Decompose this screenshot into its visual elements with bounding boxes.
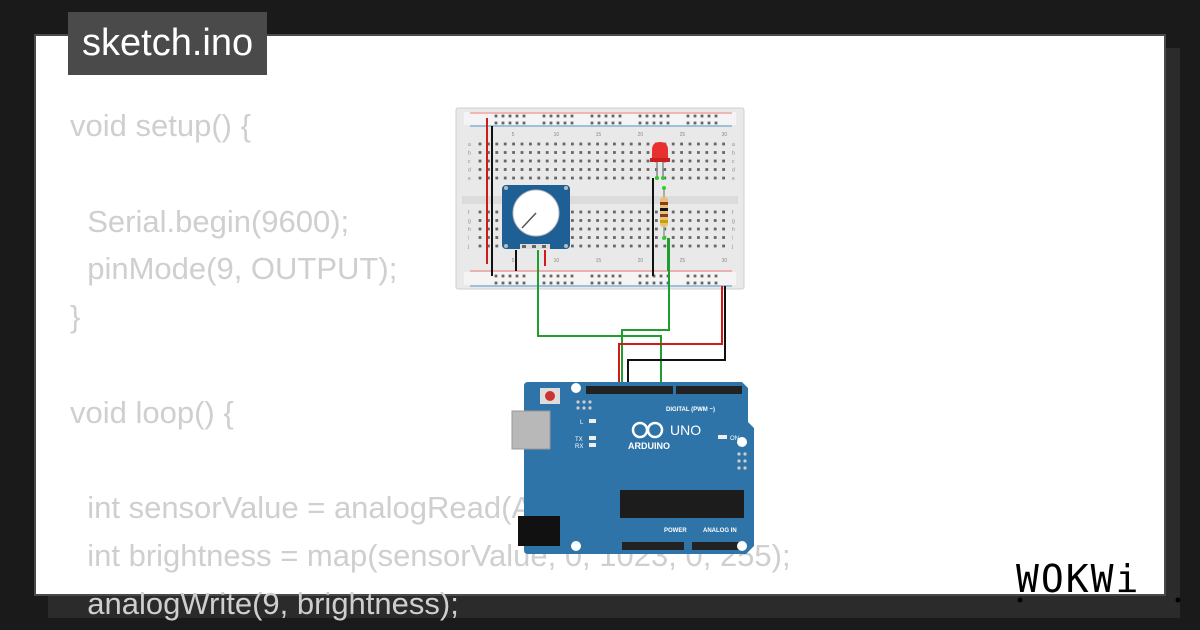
board-brand-label: ARDUINO: [628, 441, 670, 451]
breadboard-row-letter: j: [731, 244, 733, 250]
code-line: void setup() {: [70, 108, 251, 143]
breadboard-row-letter: d: [732, 168, 735, 174]
breadboard-row-letter: f: [468, 210, 470, 216]
breadboard-row-letter: g: [468, 219, 471, 225]
analog-in-label: ANALOG IN: [703, 528, 737, 534]
code-line: }: [70, 299, 81, 335]
tx-led-label: TX: [575, 437, 583, 443]
breadboard-row-letter: g: [732, 219, 735, 225]
breadboard-row-letter: d: [468, 168, 471, 174]
breadboard-row-letter: a: [468, 142, 471, 148]
breadboard-column-number: 5: [512, 132, 515, 138]
breadboard-row-letter: c: [732, 159, 735, 165]
breadboard-row-letter: a: [732, 142, 735, 148]
breadboard-row-letter: h: [732, 227, 735, 233]
resistor: [660, 186, 668, 240]
breadboard-row-letter: b: [732, 151, 735, 157]
breadboard-column-number: 30: [722, 258, 728, 264]
breadboard-column-number: 25: [680, 132, 686, 138]
breadboard-row-letter: e: [468, 176, 471, 182]
on-led-label: ON: [730, 436, 739, 442]
digital-pwm-label: DIGITAL (PWM ~): [666, 407, 715, 413]
breadboard-row-letter: i: [732, 236, 733, 242]
code-listing: void setup() { Serial.begin(9600); pinMo…: [70, 102, 791, 628]
sketch-filename-tag: sketch.ino: [68, 12, 268, 75]
breadboard-column-number: 30: [722, 132, 728, 138]
breadboard-row-letter: i: [468, 236, 469, 242]
breadboard-column-number: 15: [596, 258, 602, 264]
led: [650, 142, 670, 180]
breadboard-row-letter: c: [468, 159, 471, 165]
code-line: Serial.begin(9600);: [70, 203, 350, 239]
power-label: POWER: [664, 528, 687, 534]
preview-card: void setup() { Serial.begin(9600); pinMo…: [34, 34, 1181, 621]
code-line: analogWrite(9, brightness);: [70, 585, 459, 621]
breadboard-column-number: 5: [512, 258, 515, 264]
breadboard-column-number: 20: [638, 258, 644, 264]
potentiometer: [502, 185, 570, 249]
breadboard-row-letter: f: [732, 210, 734, 216]
breadboard-column-number: 10: [554, 132, 560, 138]
l-led-label: L: [580, 420, 584, 426]
breadboard-row-letter: e: [732, 176, 735, 182]
breadboard-row-letter: j: [467, 244, 469, 250]
breadboard-column-number: 10: [554, 258, 560, 264]
board-model-label: UNO: [670, 422, 701, 438]
arduino-uno: ARDUINO UNO DIGITAL (PWM ~) POWER ANALOG…: [511, 382, 754, 554]
rx-led-label: RX: [575, 444, 583, 450]
code-line: void loop() {: [70, 394, 234, 430]
breadboard-row-letter: h: [468, 227, 471, 233]
breadboard-column-number: 15: [596, 132, 602, 138]
svg-text:WOKWi: WOKWi: [1016, 557, 1140, 601]
breadboard-column-number: 25: [680, 258, 686, 264]
wokwi-logo: WOKWi: [1016, 557, 1181, 603]
code-line: pinMode(9, OUTPUT);: [70, 251, 398, 287]
breadboard-column-number: 20: [638, 132, 644, 138]
breadboard-row-letter: b: [468, 151, 471, 157]
